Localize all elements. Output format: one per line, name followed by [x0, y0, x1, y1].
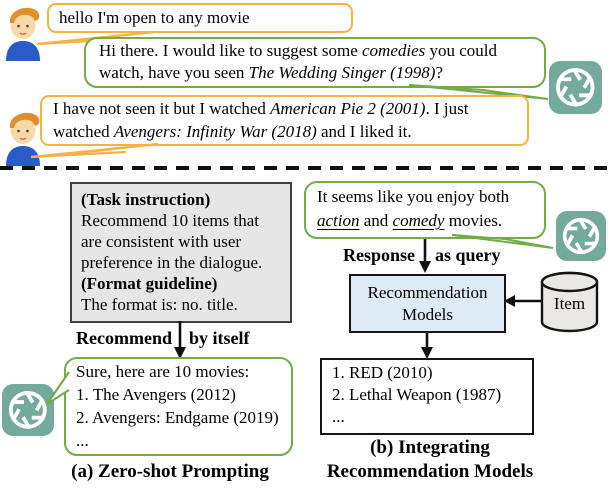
response-arrow-label-right: as query: [435, 245, 501, 265]
assistant-preference-bubble: It seems like you enjoy both action and …: [304, 181, 546, 239]
task-prompt-box: (Task instruction) Recommend 10 items th…: [70, 182, 292, 323]
recommend-arrow-label-left: Recommend: [76, 328, 172, 348]
chatgpt-logo-icon: [556, 211, 606, 261]
chatgpt-logo-icon: [2, 384, 54, 436]
response-line: 2. Avengers: Endgame (2019) ...: [76, 408, 279, 450]
result-line: 1. RED (2010): [332, 363, 433, 382]
italic-movie-title: American Pie 2 (2001): [270, 99, 426, 118]
assistant-message-text: ?: [435, 63, 444, 82]
chatgpt-logo-icon: [549, 61, 602, 114]
down-arrow-icon: [421, 333, 433, 359]
assistant-message-text: you could watch, have you seen: [99, 41, 498, 82]
preference-text: movies.: [444, 211, 503, 230]
section-divider: [0, 166, 608, 170]
assistant-message-text: Hi there. I would like to suggest some: [99, 41, 362, 60]
recommend-arrow-label-right: by itself: [189, 328, 250, 348]
assistant-response-bubble: Sure, here are 10 movies: 1. The Avenger…: [64, 357, 293, 456]
underlined-genre-comedy: comedy: [392, 211, 445, 230]
italic-movie-genre: comedies: [362, 41, 426, 60]
result-line: ...: [332, 407, 345, 426]
user-message-text: hello I'm open to any movie: [59, 8, 250, 27]
user-message-text: I have not seen it but I watched: [53, 99, 271, 118]
item-database-icon: [540, 271, 599, 333]
user-message-text: . I just watched: [53, 99, 469, 141]
response-line: Sure, here are 10 movies:: [76, 362, 250, 381]
response-arrow-label-left: Response: [342, 245, 415, 265]
bubble-tail-icon: [451, 234, 554, 249]
results-box: 1. RED (2010) 2. Lethal Weapon (1987) ..…: [320, 358, 534, 435]
user-avatar-icon: [6, 112, 40, 166]
bubble-tail-icon: [46, 371, 70, 405]
result-line: 2. Lethal Weapon (1987): [332, 385, 502, 404]
user-message-bubble: hello I'm open to any movie: [47, 3, 353, 33]
task-instruction-text: Recommend 10 items that are consistent w…: [81, 211, 263, 272]
italic-movie-title: The Wedding Singer (1998): [248, 63, 436, 82]
caption-integrating-line2: Recommendation Models: [326, 461, 534, 482]
assistant-message-bubble: Hi there. I would like to suggest some c…: [84, 37, 546, 88]
down-arrow-icon: [419, 239, 431, 273]
format-guideline-label: (Format guideline): [81, 274, 218, 293]
user-message-bubble: I have not seen it but I watched America…: [40, 95, 529, 146]
italic-movie-title: Avengers: Infinity War (2018): [113, 121, 317, 141]
item-label: Item: [553, 294, 586, 313]
preference-text: It seems like you enjoy both: [317, 187, 510, 206]
caption-integrating-line1: (b) Integrating: [370, 437, 490, 458]
down-arrow-icon: [174, 321, 186, 359]
recommendation-models-label: Recommendation Models: [367, 282, 488, 324]
left-arrow-icon: [504, 295, 541, 307]
recommendation-models-box: Recommendation Models: [349, 274, 506, 333]
user-message-text: and I liked it.: [316, 121, 412, 141]
task-instruction-label: (Task instruction): [81, 190, 211, 209]
user-avatar-icon: [6, 7, 40, 61]
preference-text: and: [359, 211, 393, 230]
caption-zero-shot: (a) Zero-shot Prompting: [71, 461, 269, 482]
underlined-genre-action: action: [317, 211, 360, 230]
bubble-tail-icon: [30, 142, 159, 159]
format-guideline-text: The format is: no. title.: [81, 295, 238, 314]
response-line: 1. The Avengers (2012): [76, 385, 236, 404]
